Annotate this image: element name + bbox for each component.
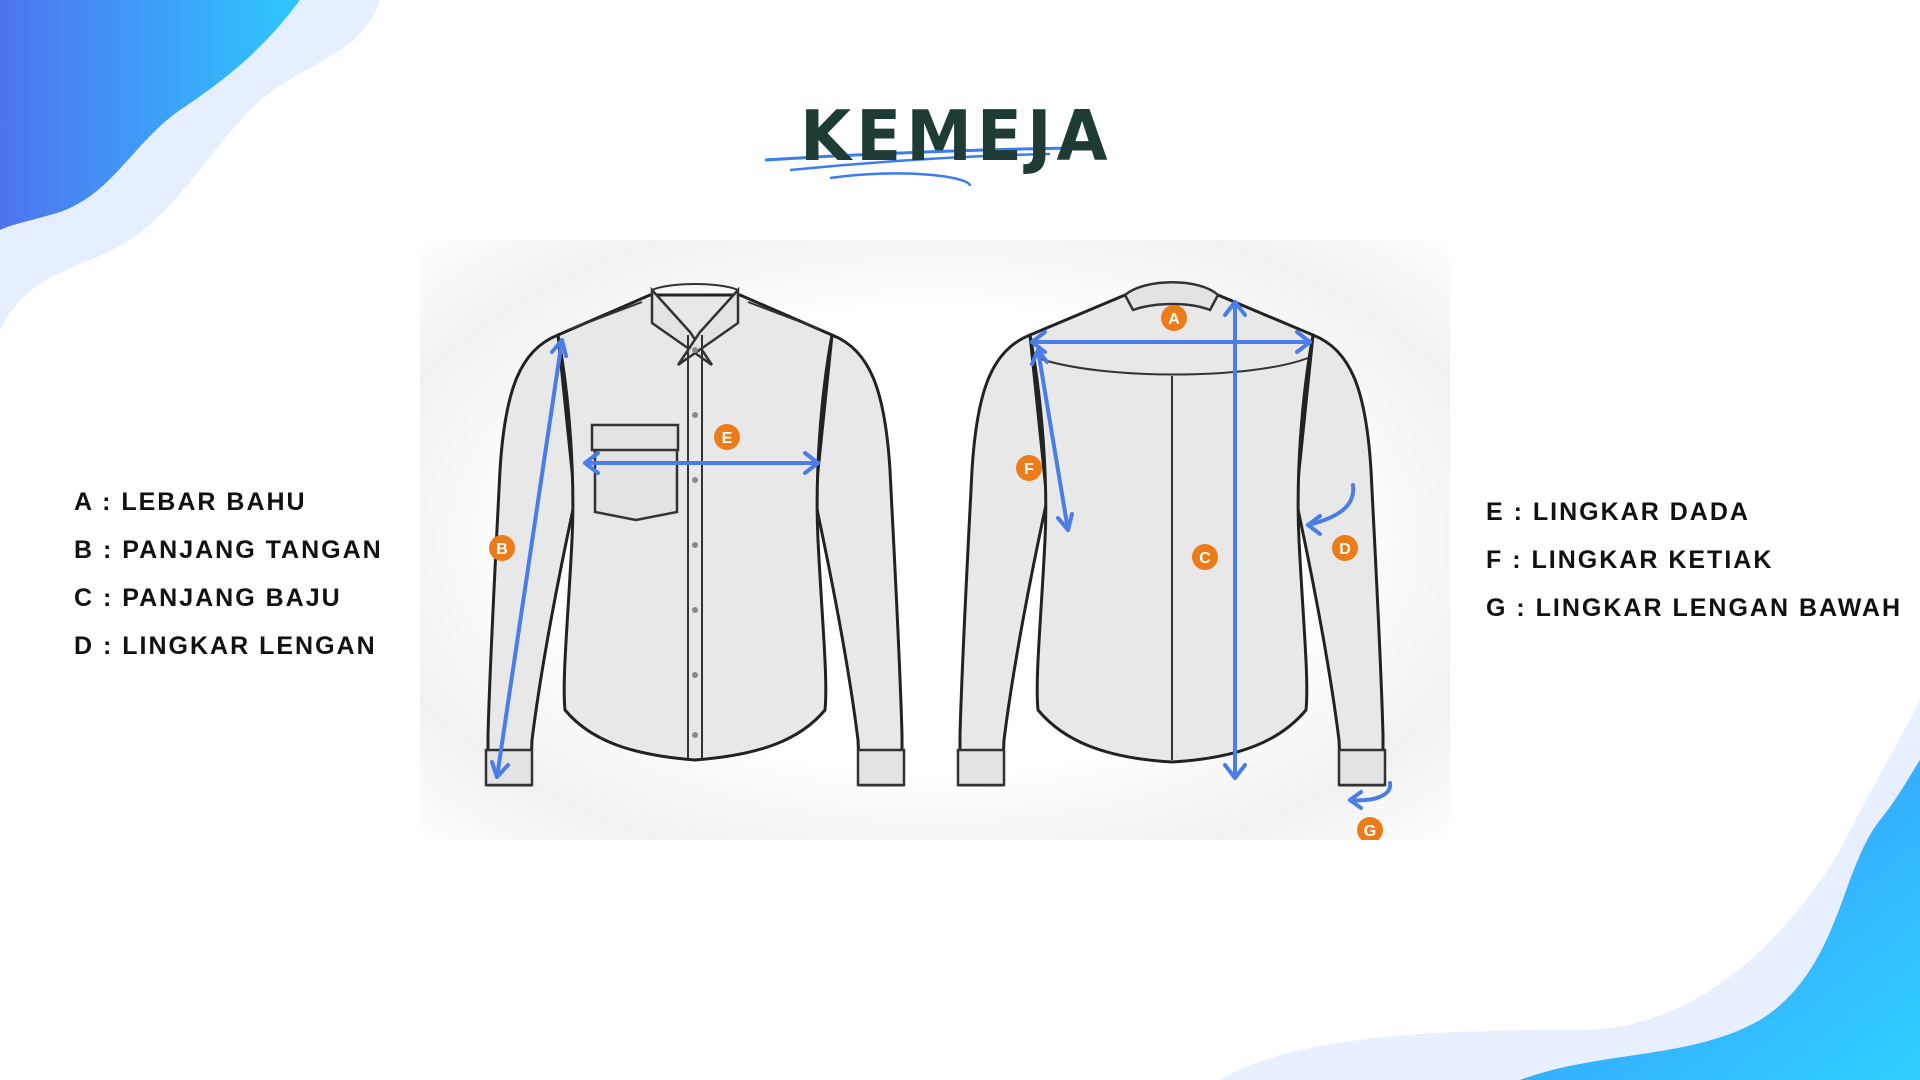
shirt-diagram: A B C D E F G bbox=[484, 281, 1393, 840]
svg-text:D: D bbox=[1339, 541, 1351, 558]
back-yoke-seam bbox=[1037, 357, 1309, 376]
legend-item-b: B : PANJANG TANGAN bbox=[74, 536, 383, 564]
legend-item-c: C : PANJANG BAJU bbox=[74, 584, 342, 612]
back-left-sleeve bbox=[958, 332, 1049, 787]
measure-a-line bbox=[1030, 330, 1312, 354]
legend-right: E : LINGKAR DADA F : LINGKAR KETIAK G : … bbox=[1486, 488, 1902, 632]
legend-item-d: D : LINGKAR LENGAN bbox=[74, 632, 377, 660]
legend-item-e: E : LINGKAR DADA bbox=[1486, 498, 1750, 526]
marker-e: E bbox=[714, 424, 740, 450]
front-buttons bbox=[692, 347, 698, 738]
front-body bbox=[556, 293, 834, 762]
title-underline-stroke bbox=[764, 146, 1076, 187]
marker-a: A bbox=[1161, 305, 1187, 331]
page-title: KEMEJA bbox=[800, 96, 1113, 177]
front-left-sleeve bbox=[486, 332, 577, 787]
front-collar-band bbox=[651, 283, 739, 291]
back-left-cuff bbox=[956, 748, 1006, 787]
svg-text:F: F bbox=[1024, 461, 1034, 478]
legend-item-a: A : LEBAR BAHU bbox=[74, 488, 307, 516]
measure-c-line bbox=[1223, 300, 1247, 780]
back-right-cuff bbox=[1337, 748, 1387, 787]
front-collar-right bbox=[676, 286, 740, 367]
back-collar bbox=[1123, 281, 1220, 312]
legend-left: A : LEBAR BAHU B : PANJANG TANGAN C : PA… bbox=[74, 478, 383, 670]
svg-text:B: B bbox=[496, 541, 508, 558]
front-shoulder-seam-right bbox=[747, 301, 823, 331]
legend-item-f: F : LINGKAR KETIAK bbox=[1486, 546, 1774, 574]
measure-f-line bbox=[1030, 348, 1074, 532]
svg-text:A: A bbox=[1168, 311, 1180, 328]
measure-d-arrow bbox=[1306, 483, 1356, 536]
svg-text:C: C bbox=[1199, 550, 1211, 567]
shirt-back bbox=[956, 281, 1387, 787]
title-block: KEMEJA bbox=[760, 92, 1108, 202]
shirt-diagram-stage: A B C D E F G bbox=[420, 240, 1450, 840]
front-right-cuff bbox=[856, 748, 906, 787]
marker-d: D bbox=[1332, 535, 1358, 561]
back-right-sleeve bbox=[1294, 332, 1385, 787]
measure-g-arrow bbox=[1348, 781, 1393, 810]
marker-g: G bbox=[1357, 817, 1383, 840]
front-right-sleeve bbox=[813, 332, 904, 787]
marker-f: F bbox=[1016, 455, 1042, 481]
front-pocket-flap bbox=[590, 423, 680, 452]
corner-wave-bottom-right bbox=[1220, 700, 1920, 1080]
shirt-front bbox=[484, 283, 906, 787]
marker-b: B bbox=[489, 535, 515, 561]
measure-b-line bbox=[490, 338, 568, 779]
corner-wave-top-left bbox=[0, 0, 380, 330]
svg-text:G: G bbox=[1364, 823, 1376, 840]
legend-item-g: G : LINGKAR LENGAN BAWAH bbox=[1486, 594, 1903, 622]
measure-e-line bbox=[583, 451, 820, 475]
front-shoulder-seam-left bbox=[567, 301, 643, 331]
svg-text:E: E bbox=[722, 430, 733, 447]
marker-c: C bbox=[1192, 544, 1218, 570]
